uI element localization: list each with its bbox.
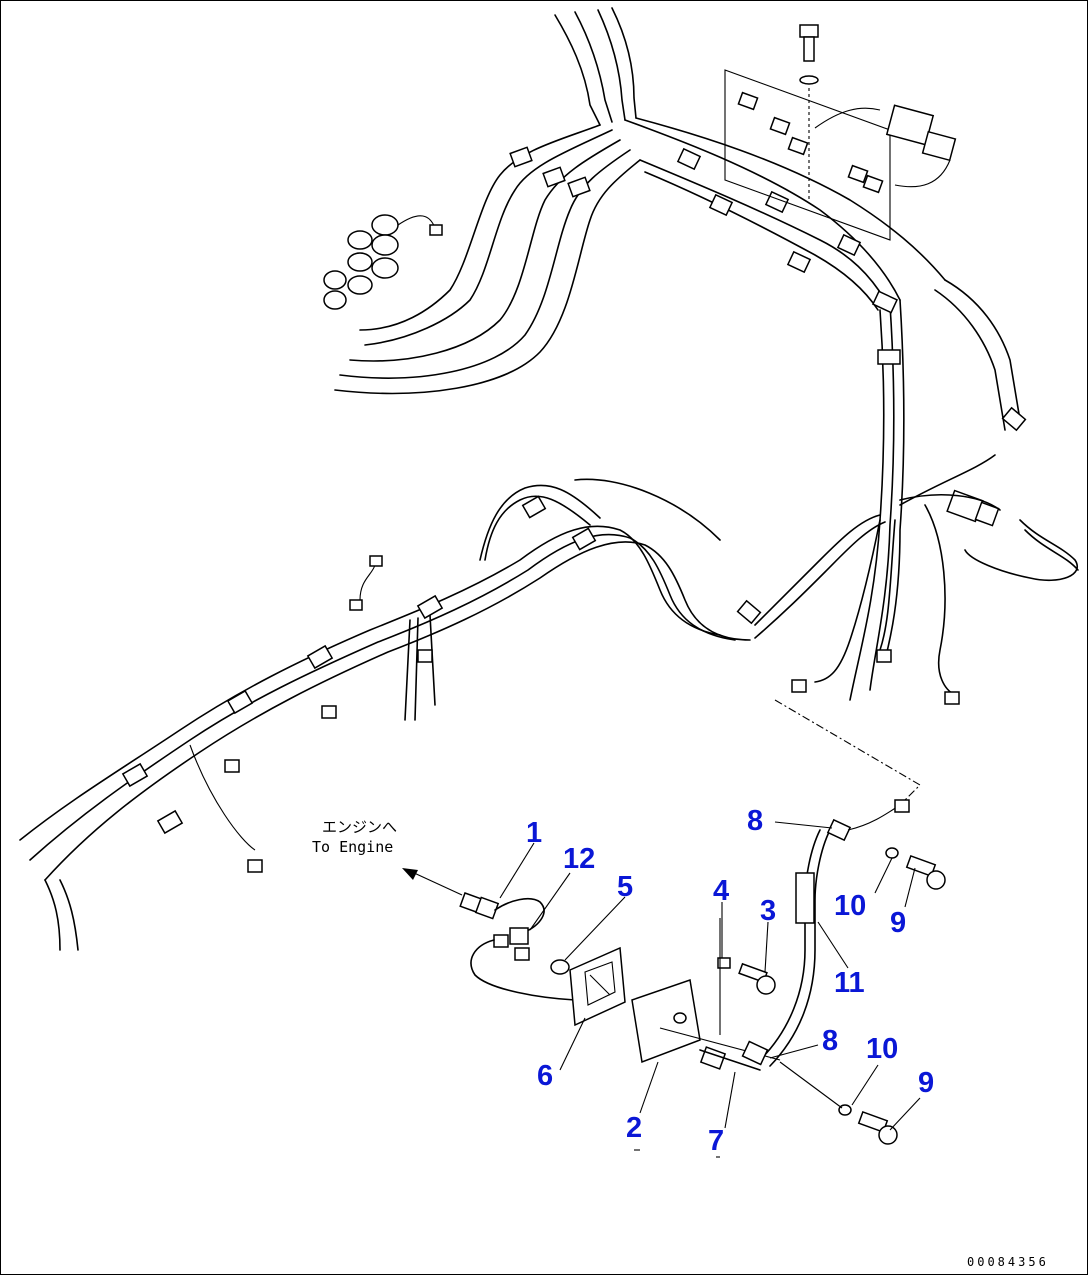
callout-1: 1 [526,817,542,849]
reference-line [774,699,921,801]
callout-3: 3 [760,895,776,927]
drawing-code: 00084356 [967,1255,1049,1269]
note-japanese: エンジンへ [322,818,397,836]
upper-harness [323,7,1079,705]
callout-leaders [499,821,921,1158]
callout-10-upper: 10 [834,890,866,922]
callout-7: 7 [708,1125,724,1157]
callout-5: 5 [617,871,633,903]
callout-9-lower: 9 [918,1067,934,1099]
note-english: To Engine [312,838,393,856]
callout-12: 12 [563,843,595,875]
callout-labels: 1 12 5 4 3 8 10 9 11 6 2 7 8 10 9 [526,805,934,1157]
callout-6: 6 [537,1060,553,1092]
callout-10-lower: 10 [866,1033,898,1065]
to-engine-note: エンジンへ To Engine [312,818,463,896]
arrow-icon [402,868,418,880]
callout-2: 2 [626,1112,642,1144]
callout-4: 4 [713,875,729,907]
lower-left-harness [19,478,886,951]
callout-9-upper: 9 [890,907,906,939]
callout-8-upper: 8 [747,805,763,837]
right-connector-cluster [791,454,1079,705]
relay-bracket [724,24,957,241]
callout-8-lower: 8 [822,1025,838,1057]
round-connector-group [323,214,443,310]
callout-11: 11 [834,967,865,999]
sensor-assembly [459,799,946,1145]
